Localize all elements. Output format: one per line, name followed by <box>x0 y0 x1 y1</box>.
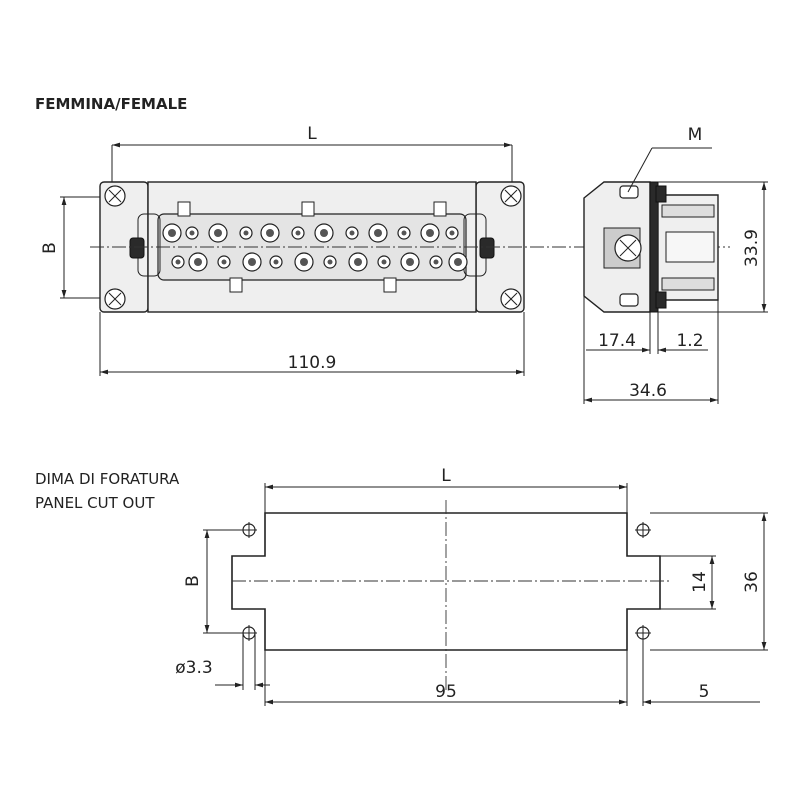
cutout-dim-height: 36 <box>650 512 768 651</box>
contact-pin-core <box>214 229 222 237</box>
cutout-dim-slot: 14 <box>660 555 716 610</box>
contact-pin-core <box>248 258 256 266</box>
contact-pin-core <box>300 258 308 266</box>
contact-pin-core <box>433 259 439 265</box>
contact-pin-core <box>349 230 355 236</box>
side-depth-label: 34.6 <box>629 381 667 401</box>
female-dim-total-width: 110.9 <box>99 312 525 376</box>
cutout-edge-label: 5 <box>699 682 710 702</box>
cutout-B-label: B <box>183 575 203 587</box>
contact-pin-core <box>374 229 382 237</box>
contact-pin-core <box>243 230 249 236</box>
cutout-slot-label: 14 <box>690 571 710 593</box>
contact-pin-core <box>295 230 301 236</box>
contact-pin-core <box>401 230 407 236</box>
female-L-label: L <box>307 124 317 144</box>
cutout-pitch-label: 95 <box>435 682 457 702</box>
female-title: FEMMINA/FEMALE <box>35 95 187 113</box>
side-dim-height: 33.9 <box>658 181 768 313</box>
contact-pin-core <box>189 230 195 236</box>
cutout-height-label: 36 <box>742 571 762 593</box>
cutout-dim-L: L <box>264 466 628 513</box>
cutout-hole-label: ø3.3 <box>175 658 212 678</box>
contact-pin-core <box>426 229 434 237</box>
side-dims-bottom: 17.4 1.2 34.6 <box>583 296 719 404</box>
contact-pins <box>162 223 468 272</box>
contact-pin-core <box>454 258 462 266</box>
cutout-L-label: L <box>441 466 451 486</box>
female-total-width-label: 110.9 <box>288 353 337 373</box>
cutout-title-line2: PANEL CUT OUT <box>35 494 155 512</box>
contact-pin-core <box>449 230 455 236</box>
side-M-label: M <box>688 125 703 145</box>
female-dim-L: L <box>111 124 513 185</box>
side-height-label: 33.9 <box>742 229 762 267</box>
cutout-dim-B: B <box>183 529 243 634</box>
contact-pin-core <box>194 258 202 266</box>
screw-icon-front <box>104 185 522 310</box>
contact-pin-core <box>327 259 333 265</box>
cutout-title-line1: DIMA DI FORATURA <box>35 470 180 488</box>
female-B-label: B <box>40 242 60 254</box>
contact-pin-core <box>381 259 387 265</box>
screw-icon-side <box>603 227 642 269</box>
contact-pin-core <box>221 259 227 265</box>
contact-pin-core <box>354 258 362 266</box>
contact-pin-core <box>273 259 279 265</box>
connector-side-view <box>583 181 719 313</box>
cutout-dims-bottom: 95 5 <box>264 640 760 706</box>
contact-pin-core <box>266 229 274 237</box>
side-gap-label: 1.2 <box>676 331 703 351</box>
side-dim-M: M <box>627 125 712 193</box>
contact-pin-core <box>406 258 414 266</box>
side-flange-label: 17.4 <box>598 331 636 351</box>
cutout-dim-hole: ø3.3 <box>175 633 270 690</box>
contact-pin-core <box>320 229 328 237</box>
contact-pin-core <box>175 259 181 265</box>
contact-pin-core <box>168 229 176 237</box>
